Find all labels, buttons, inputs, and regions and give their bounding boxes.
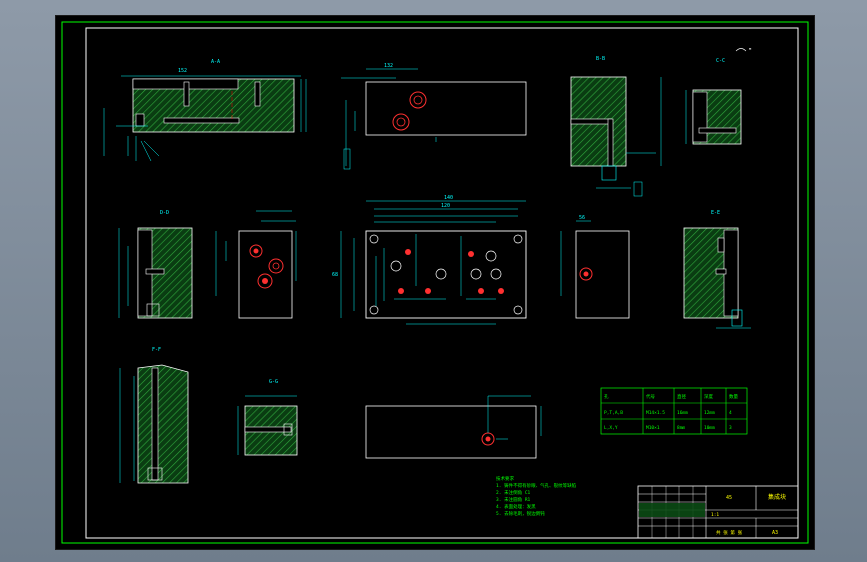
hole-table-header: 数量 — [729, 393, 738, 400]
section-label-g: G-G — [269, 379, 278, 385]
hole-table: 孔 代号 直径 深度 数量 P,T,A,B M14×1.5 16mm 12mm 4L,X,Y M10… — [600, 387, 748, 435]
title-block: 45 集成块 1:1 A3 共 张 第 张 — [637, 485, 799, 539]
title-material: 45 — [726, 495, 732, 501]
notes-line-2: 2. 未注倒角 C1 — [496, 489, 531, 496]
section-view-top-left: A-A 152 — [103, 59, 307, 162]
section-view-mid-left: D-D — [118, 210, 193, 319]
section-view-mid-far-right: E-E — [683, 210, 751, 329]
inner-border — [85, 27, 799, 539]
section-label-d: D-D — [160, 210, 169, 216]
section-label-c: C-C — [716, 58, 725, 64]
section-view-top-right: B-B — [570, 56, 662, 197]
dim-main-width: 140 — [444, 195, 453, 201]
hole-table-cell: 4 — [729, 410, 732, 416]
view-top-middle: 132 — [341, 63, 527, 170]
hole-table-header: 孔 — [604, 393, 609, 400]
notes-line-4: 4. 表面处理：发黑 — [496, 503, 536, 510]
dim-main-inner: 120 — [441, 203, 450, 209]
hole-table-header: 直径 — [677, 393, 686, 400]
hole-table-cell: M14×1.5 — [646, 410, 665, 416]
dim-main-height: 68 — [332, 272, 338, 278]
hole-table-cell: 16mm — [677, 410, 688, 416]
outer-border — [61, 21, 809, 544]
section-view-bottom-left: F-F — [119, 347, 189, 484]
hole-table-cell: 8mm — [677, 425, 685, 431]
section-label-e: E-E — [711, 210, 720, 216]
section-view-bottom-left-center: G-G — [237, 379, 298, 456]
dim-right-width: 56 — [579, 215, 585, 221]
section-label-f: F-F — [152, 347, 161, 353]
notes-line-3: 3. 未注圆角 R1 — [496, 496, 531, 503]
hole-table-cell: P,T,A,B — [604, 410, 623, 416]
title-footer: 共 张 第 张 — [716, 529, 743, 536]
hole-table-header: 深度 — [704, 393, 713, 400]
section-label-a: A-A — [211, 59, 220, 65]
dim-top-left: 152 — [178, 68, 187, 74]
hole-table-header: 代号 — [646, 393, 655, 400]
title-drawing-name: 集成块 — [768, 493, 786, 501]
notes-line-1: 1. 铸件不得有砂眼、气孔、裂纹等缺陷 — [496, 482, 577, 489]
view-mid-right: 56 — [560, 215, 630, 319]
hole-table-cell: 12mm — [704, 410, 715, 416]
hole-table-cell: L,X,Y — [604, 425, 618, 431]
hole-table-cell: M10×1 — [646, 425, 660, 431]
notes-title: 技术要求 — [496, 475, 514, 482]
section-view-far-top-right: C-C ≡ — [685, 46, 752, 145]
view-mid-left-center — [215, 210, 297, 319]
dim-top-mid: 132 — [384, 63, 393, 69]
view-bottom-center — [365, 395, 542, 459]
hole-table-cell: 10mm — [704, 425, 715, 431]
cad-viewport[interactable]: A-A 152 132 B-B — [55, 15, 815, 550]
title-scale: 1:1 — [711, 512, 719, 518]
svg-text:≡: ≡ — [749, 46, 752, 51]
hole-table-cell: 3 — [729, 425, 732, 431]
title-sheet: A3 — [772, 530, 778, 536]
cad-drawing: A-A 152 132 B-B — [61, 21, 809, 544]
notes-line-5: 5. 去除毛刺，锐边倒钝 — [496, 510, 545, 517]
section-label-b: B-B — [596, 56, 605, 62]
technical-notes: 技术要求 1. 铸件不得有砂眼、气孔、裂纹等缺陷 2. 未注倒角 C1 3. 未… — [496, 475, 577, 517]
main-plan-view: 140 120 68 — [332, 195, 527, 325]
